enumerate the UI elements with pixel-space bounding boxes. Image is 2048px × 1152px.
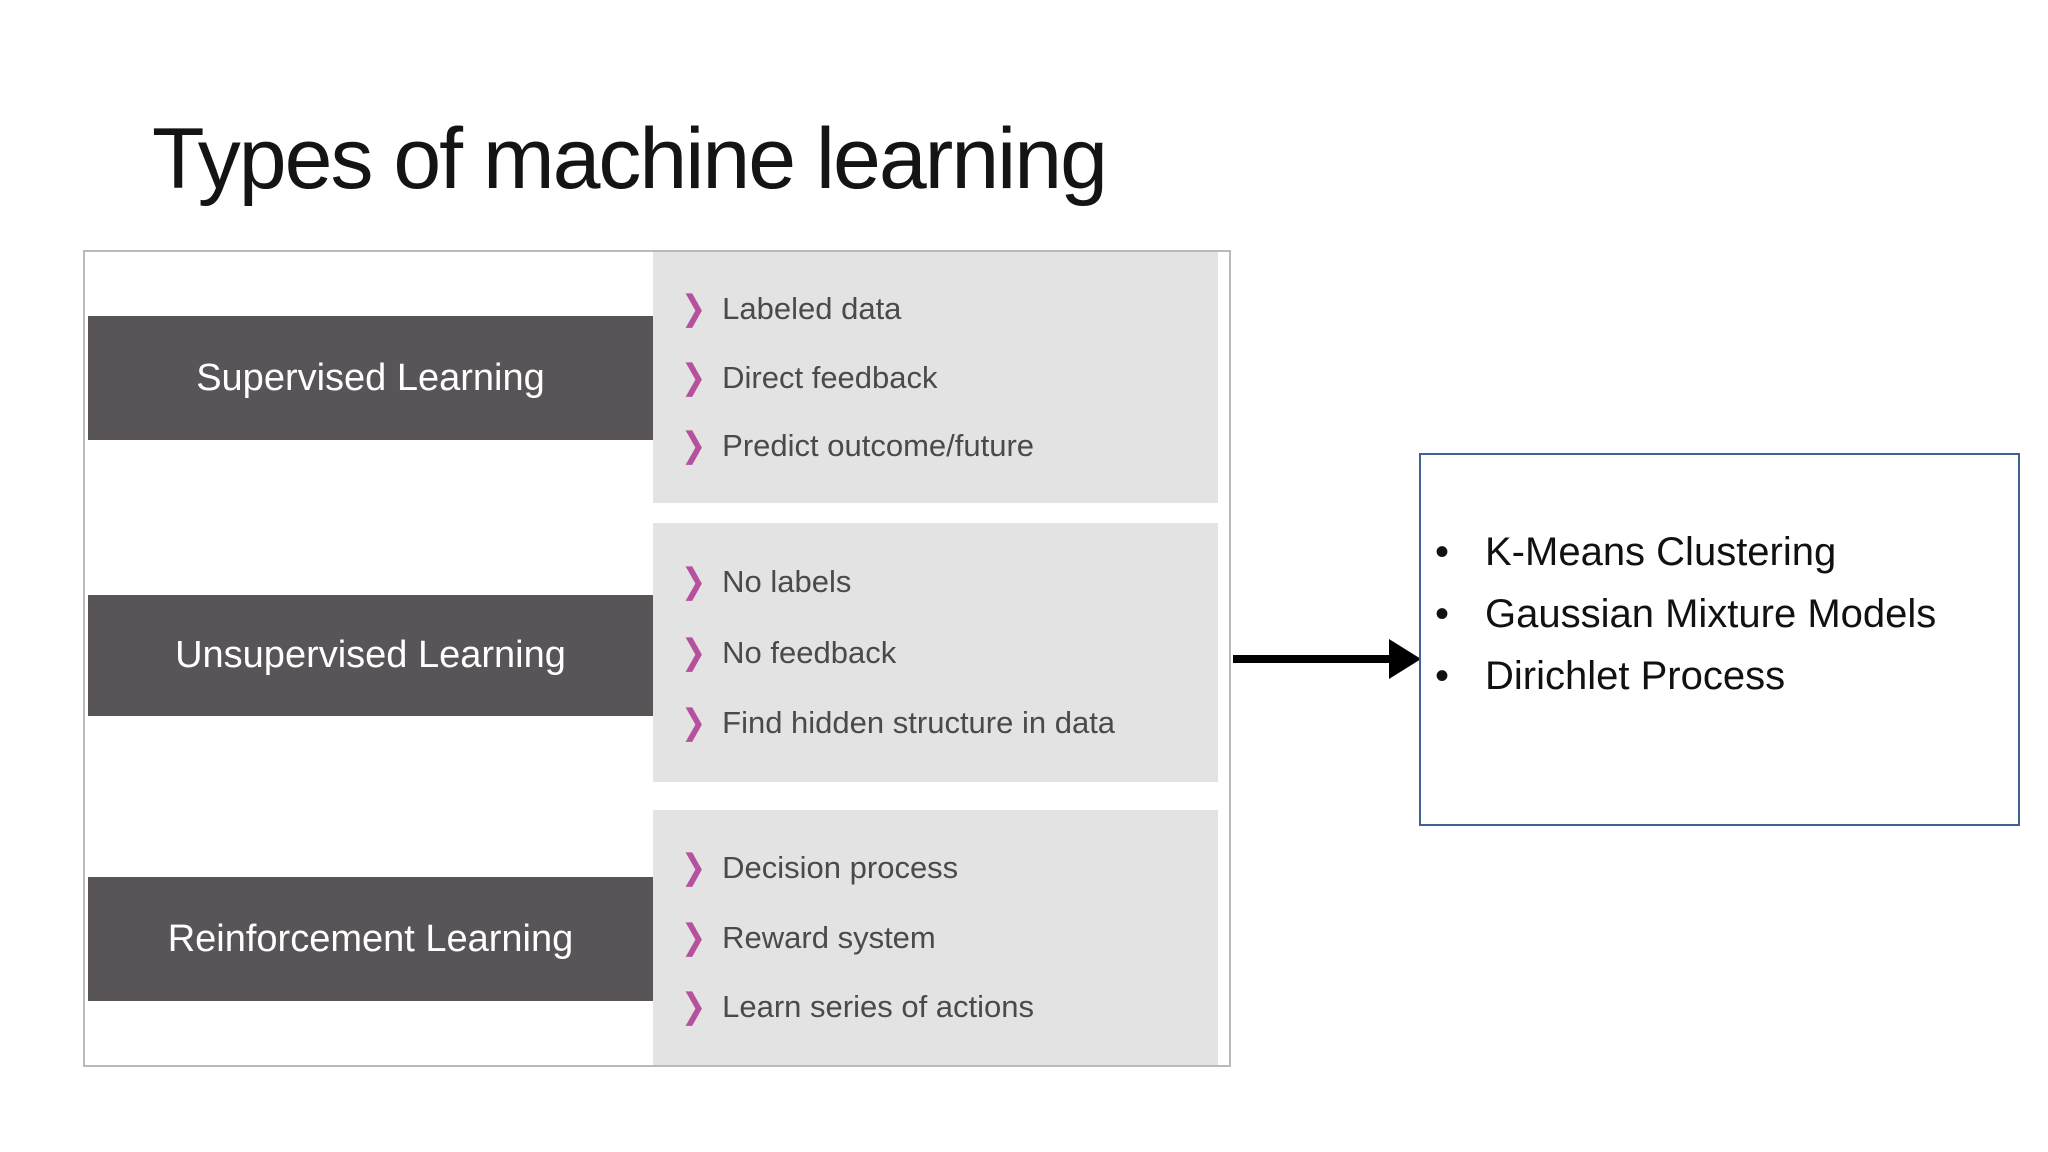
chevron-icon: ❯	[681, 425, 707, 466]
chevron-icon: ❯	[681, 916, 707, 958]
list-item: K-Means Clustering	[1421, 521, 1985, 583]
row-header-label: Unsupervised Learning	[175, 634, 566, 676]
chevron-icon: ❯	[681, 561, 707, 602]
features-panel-reinforcement: ❯ Decision process ❯ Reward system ❯ Lea…	[653, 810, 1218, 1065]
feature-item: ❯ Direct feedback	[653, 360, 1218, 396]
feature-item: ❯ Predict outcome/future	[653, 428, 1218, 464]
features-panel-unsupervised: ❯ No labels ❯ No feedback ❯ Find hidden …	[653, 523, 1218, 782]
feature-item: ❯ Decision process	[653, 850, 1218, 886]
feature-label: Predict outcome/future	[722, 428, 1035, 464]
row-header-unsupervised: Unsupervised Learning	[88, 595, 653, 716]
feature-item: ❯ Find hidden structure in data	[653, 705, 1218, 741]
unsupervised-methods-box: K-Means Clustering Gaussian Mixture Mode…	[1419, 453, 2020, 826]
feature-item: ❯ Labeled data	[653, 291, 1218, 327]
chevron-icon: ❯	[681, 847, 707, 888]
row-header-supervised: Supervised Learning	[88, 316, 653, 440]
list-item: Gaussian Mixture Models	[1421, 583, 1985, 645]
row-header-label: Supervised Learning	[196, 356, 545, 399]
chevron-icon: ❯	[681, 356, 707, 398]
arrow-shaft	[1233, 655, 1393, 663]
feature-label: Labeled data	[722, 290, 902, 326]
feature-label: Reward system	[722, 919, 936, 955]
feature-item: ❯ No labels	[653, 564, 1218, 600]
feature-label: No feedback	[722, 634, 897, 670]
feature-label: Decision process	[722, 849, 959, 885]
connector-arrow	[1233, 639, 1421, 679]
arrow-head-icon	[1389, 639, 1421, 679]
feature-label: Find hidden structure in data	[722, 705, 1116, 741]
chevron-icon: ❯	[681, 702, 707, 743]
row-header-label: Reinforcement Learning	[167, 917, 574, 960]
row-header-reinforcement: Reinforcement Learning	[88, 877, 653, 1001]
list-item: Dirichlet Process	[1421, 645, 1985, 707]
feature-label: Learn series of actions	[722, 989, 1035, 1025]
feature-label: Direct feedback	[722, 359, 938, 395]
page-title: Types of machine learning	[152, 111, 1108, 207]
feature-item: ❯ Reward system	[653, 920, 1218, 956]
methods-list: K-Means Clustering Gaussian Mixture Mode…	[1421, 455, 2018, 707]
feature-label: No labels	[722, 563, 852, 599]
feature-item: ❯ Learn series of actions	[653, 989, 1218, 1025]
chevron-icon: ❯	[681, 631, 707, 673]
features-panel-supervised: ❯ Labeled data ❯ Direct feedback ❯ Predi…	[653, 252, 1218, 503]
chevron-icon: ❯	[681, 986, 707, 1027]
feature-item: ❯ No feedback	[653, 635, 1218, 671]
chevron-icon: ❯	[681, 288, 707, 329]
ml-types-table: Supervised Learning Unsupervised Learnin…	[83, 250, 1231, 1067]
